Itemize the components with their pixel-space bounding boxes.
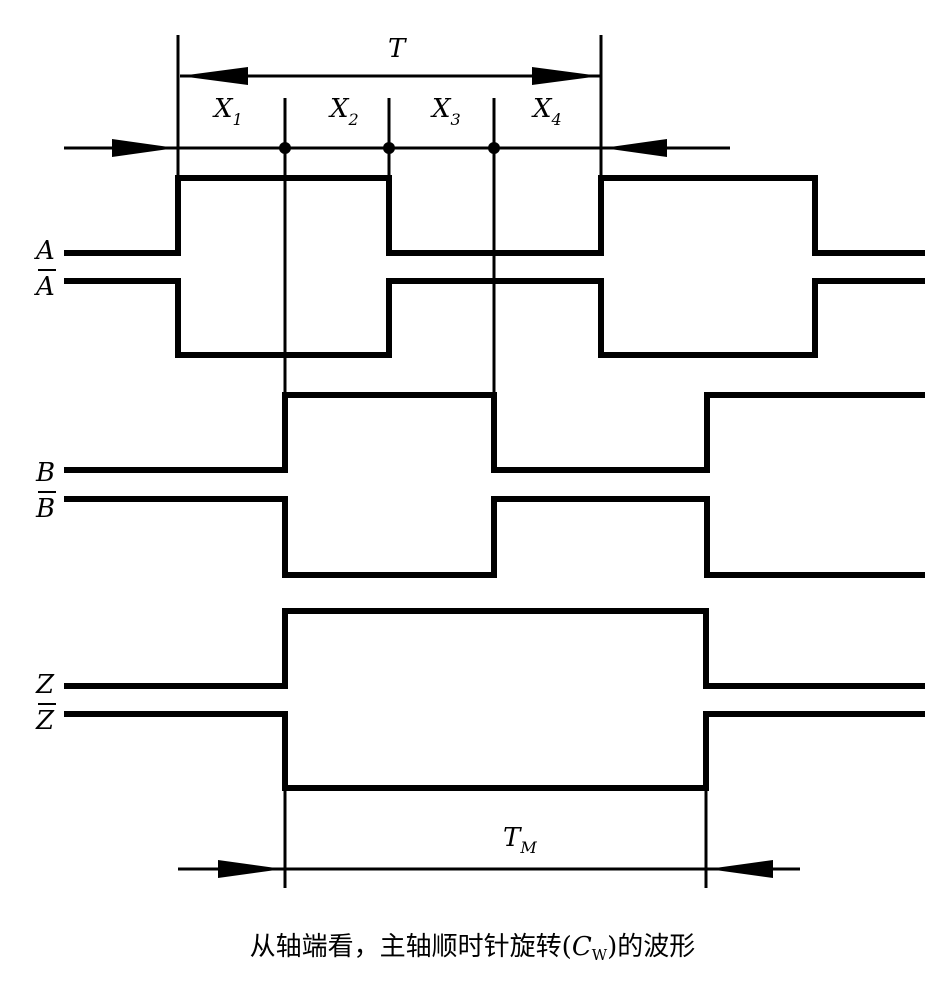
quadrant-dot-2 bbox=[383, 142, 395, 154]
diagram-caption: 从轴端看，主轴顺时针旋转(CW)的波形 bbox=[0, 926, 945, 964]
signal-label-b-bar: B bbox=[35, 494, 55, 524]
tm-arrow-right bbox=[708, 860, 773, 878]
period-arrow-right bbox=[532, 67, 600, 85]
caption-suffix: )的波形 bbox=[607, 932, 696, 962]
signal-label-a-bar: A bbox=[34, 272, 55, 302]
signal-label-z: Z bbox=[35, 670, 55, 700]
quadrant-dot-3 bbox=[488, 142, 500, 154]
tm-arrow-left bbox=[218, 860, 283, 878]
quadrant-dot-1 bbox=[279, 142, 291, 154]
period-arrow-left bbox=[180, 67, 248, 85]
caption-symbol-sub: W bbox=[591, 946, 608, 964]
x4-label: X4 bbox=[531, 94, 562, 129]
caption-symbol: C bbox=[571, 932, 592, 962]
signal-label-z-bar: Z bbox=[35, 706, 55, 736]
quadrant-arrow-right bbox=[603, 139, 667, 157]
signal-label-a: A bbox=[34, 236, 55, 266]
quadrant-arrow-left bbox=[112, 139, 176, 157]
caption-prefix: 从轴端看，主轴顺时针旋转( bbox=[249, 932, 572, 962]
waveform-b bbox=[64, 392, 925, 473]
waveform-a bbox=[64, 175, 925, 256]
waveform-b-bar bbox=[64, 496, 925, 578]
x3-label: X3 bbox=[430, 94, 461, 129]
period-label: T bbox=[388, 34, 407, 64]
tm-label: TM bbox=[503, 823, 537, 857]
signal-label-b: B bbox=[35, 458, 55, 488]
waveform-z bbox=[64, 608, 925, 689]
x1-label: X1 bbox=[212, 94, 243, 129]
waveform-a-bar bbox=[64, 278, 925, 358]
waveform-z-bar bbox=[64, 711, 925, 791]
x2-label: X2 bbox=[328, 94, 359, 129]
